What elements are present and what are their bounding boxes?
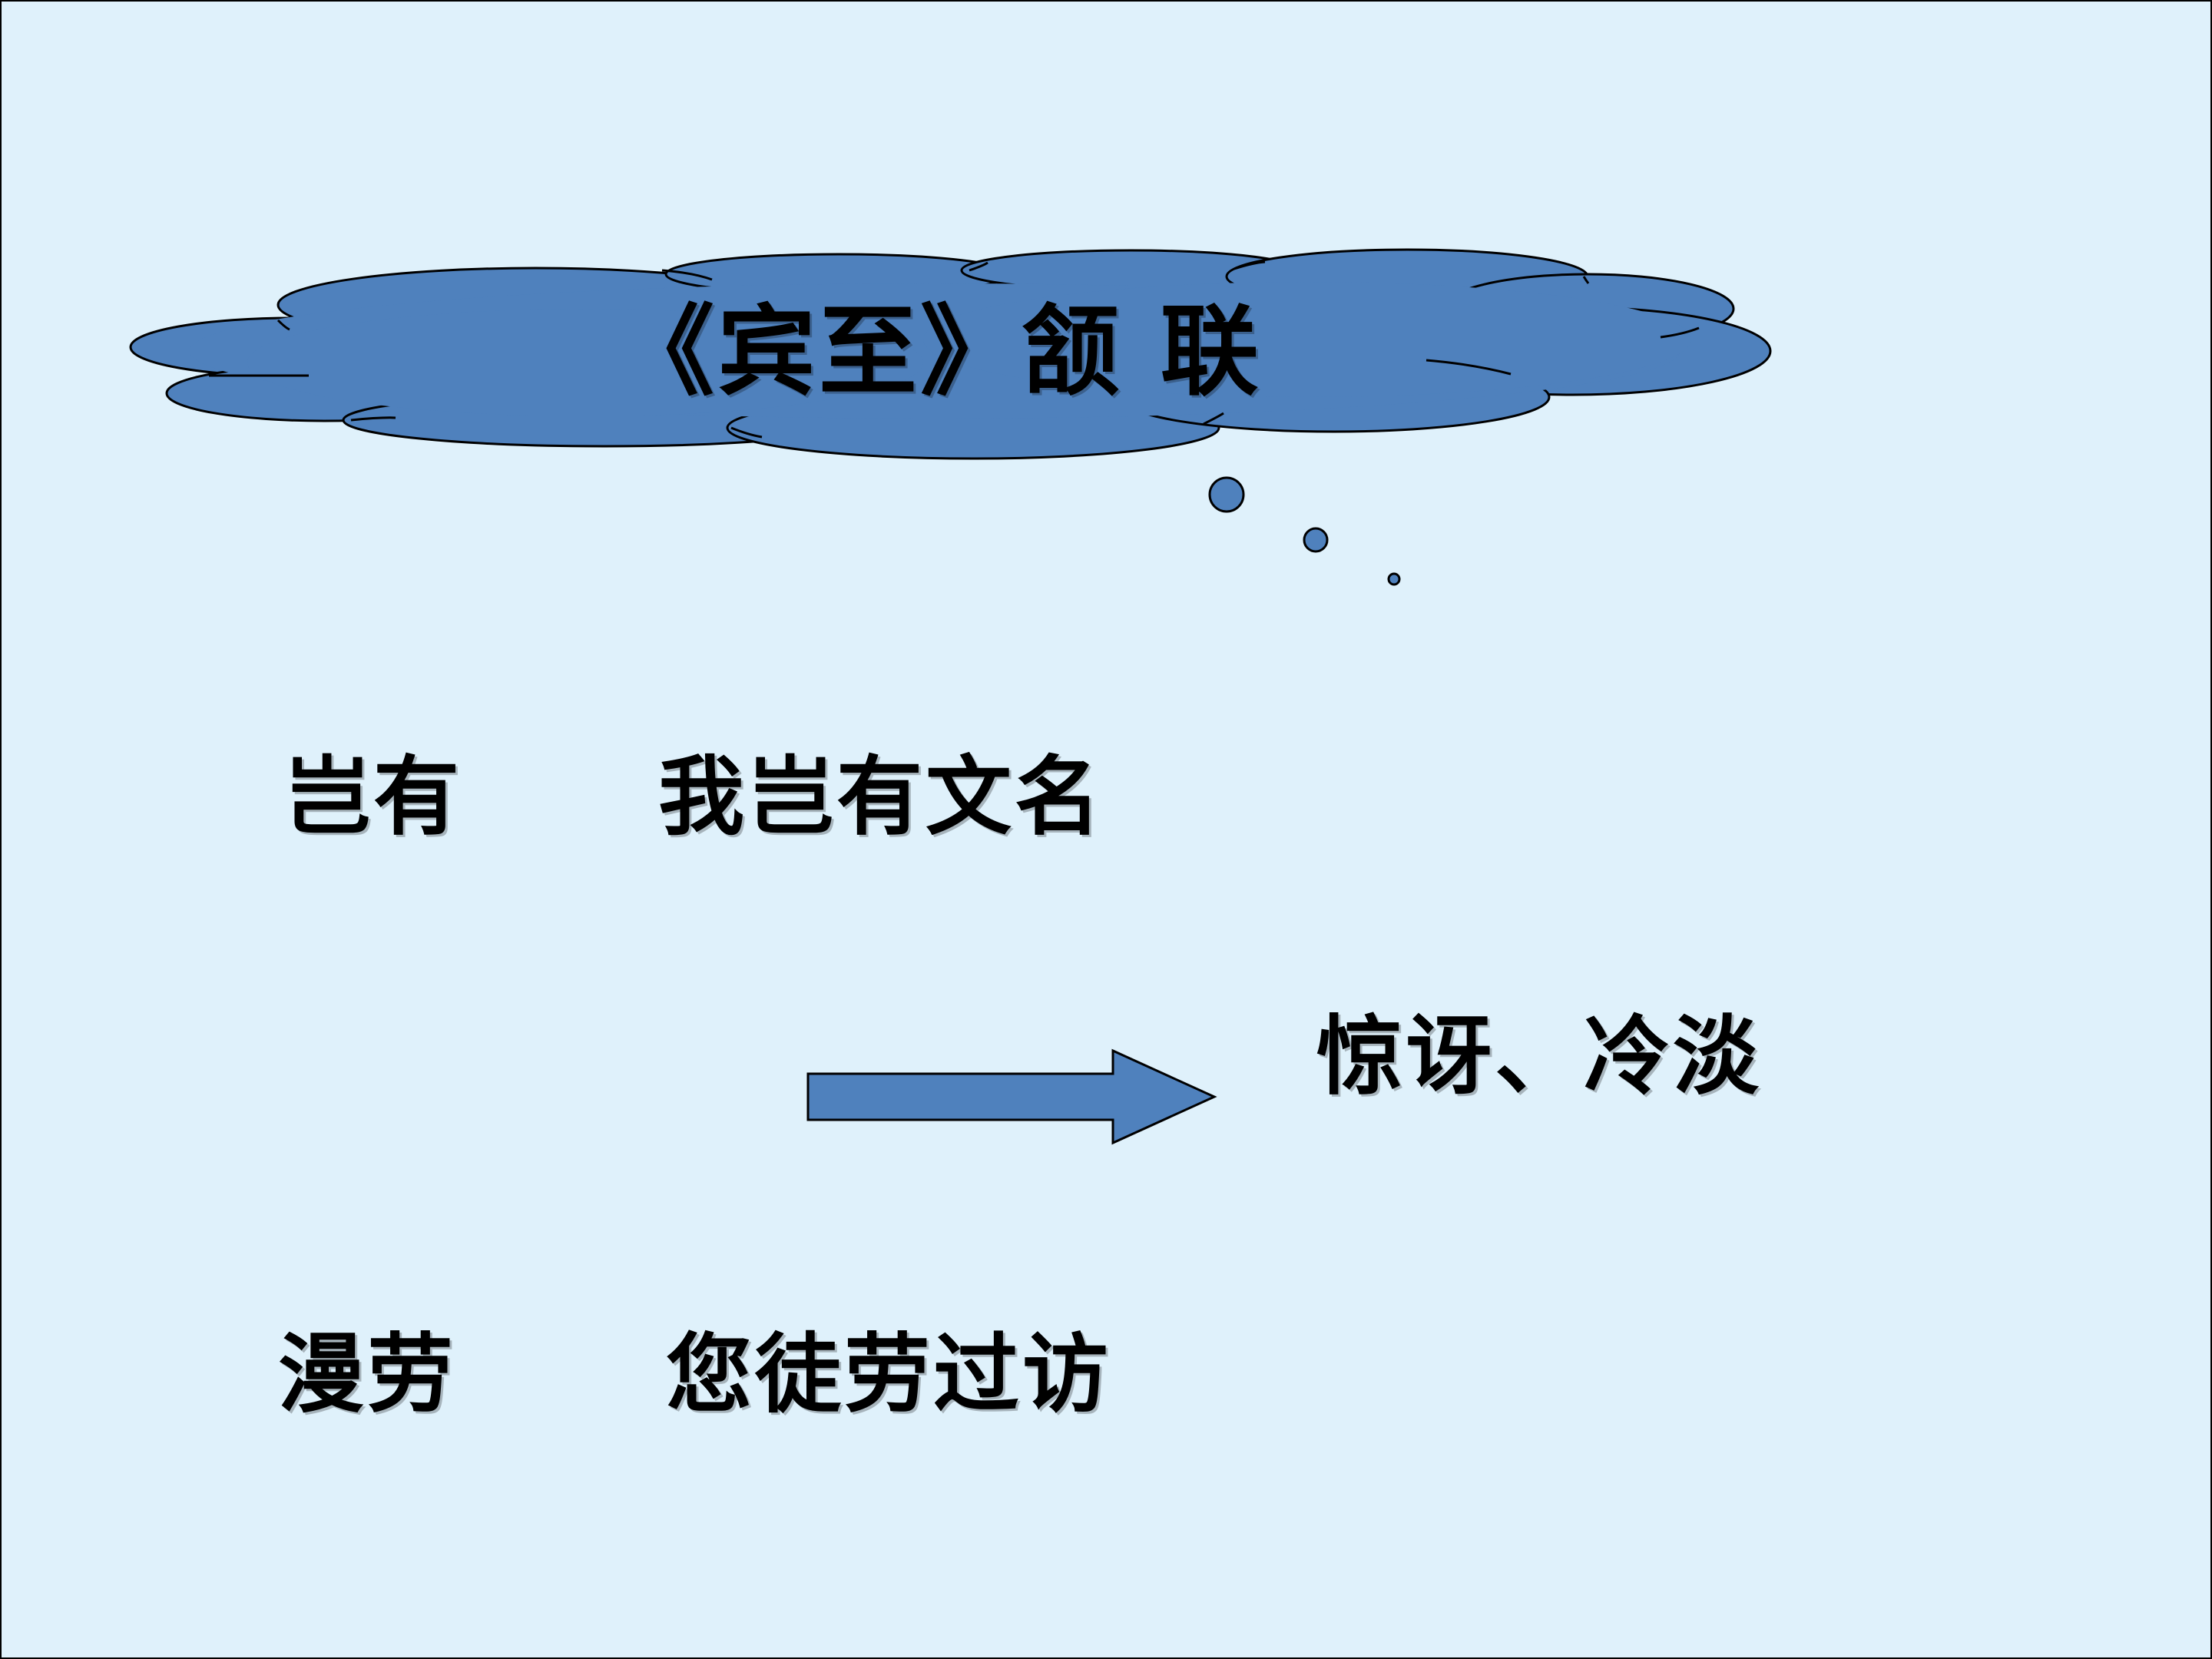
thought-cloud-fill <box>190 282 1691 419</box>
meaning-1: 我岂有文名 <box>658 747 1104 847</box>
keyword-1: 岂有 <box>284 747 462 847</box>
result-text: 惊讶、冷淡 <box>1316 1006 1762 1107</box>
thought-bubble-small <box>1387 572 1401 586</box>
meaning-2: 您徒劳过访 <box>666 1324 1111 1425</box>
thought-bubble-large <box>1208 476 1245 513</box>
keyword-2: 漫劳 <box>278 1324 456 1425</box>
right-arrow-icon <box>806 1048 1217 1145</box>
slide-title: 《宾至》颔 联 <box>616 294 1262 409</box>
thought-bubble-medium <box>1303 527 1329 553</box>
thought-cloud-creases <box>208 260 1700 439</box>
